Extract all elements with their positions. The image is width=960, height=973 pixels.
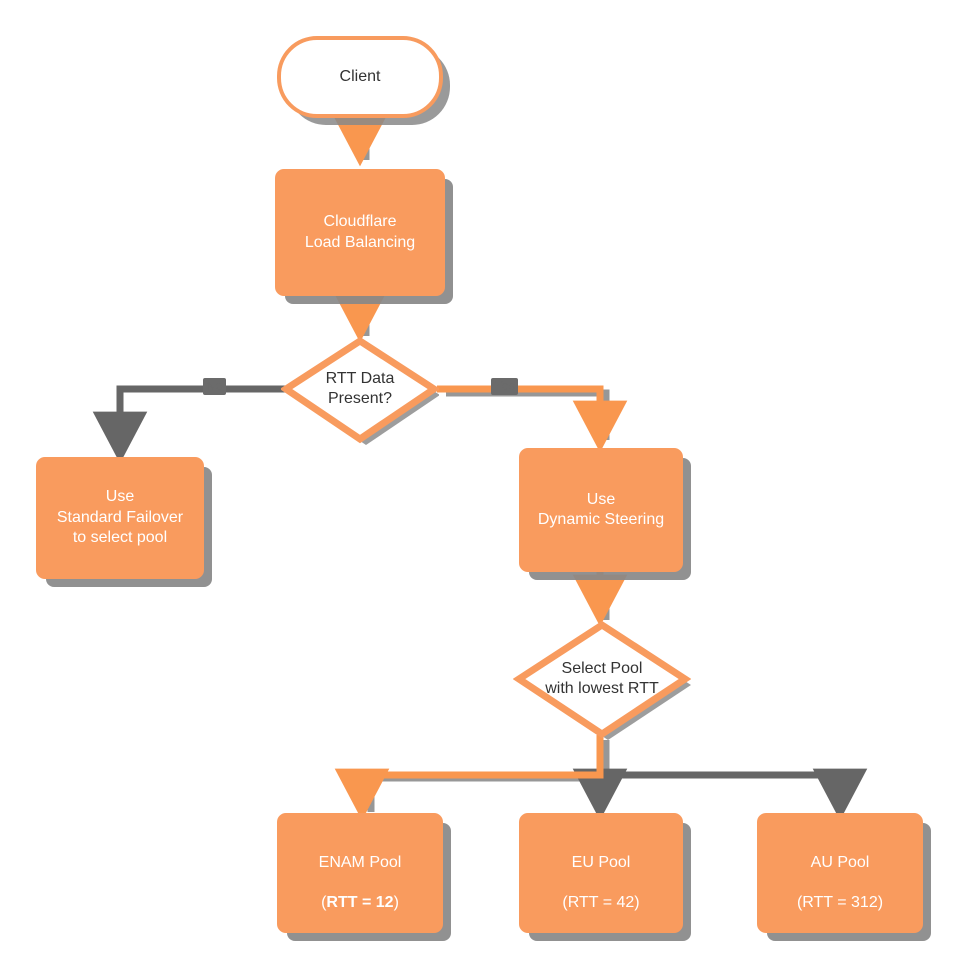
node-au-pool-name: AU Pool [810,853,870,871]
node-au-pool[interactable]: AU Pool (RTT = 312) [757,813,923,933]
node-enam-pool-name: ENAM Pool [318,853,402,871]
node-eu-pool[interactable]: EU Pool (RTT = 42) [519,813,683,933]
diamond-shape-select-pool [513,620,691,740]
node-rtt-data-present-decision[interactable]: RTT Data Present? [281,333,439,445]
node-client-label: Client [339,67,381,85]
node-au-pool-rtt: RTT = 312 [802,894,878,912]
node-eu-pool-rtt: RTT = 42 [567,894,635,912]
node-standard-failover[interactable]: Use Standard Failover to select pool [36,457,204,579]
node-au-pool-label: AU Pool (RTT = 312) [791,832,889,914]
node-enam-pool-label: ENAM Pool (RTT = 12) [313,832,408,914]
node-dynamic-steering[interactable]: Use Dynamic Steering [519,448,683,572]
node-enam-pool-paren-open: ( [321,894,327,912]
node-standard-failover-label: Use Standard Failover to select pool [56,488,184,547]
node-au-pool-paren-open: ( [796,894,803,912]
node-eu-pool-label: EU Pool (RTT = 42) [556,832,645,914]
node-eu-pool-name: EU Pool [571,853,631,871]
node-select-pool-decision[interactable]: Select Pool with lowest RTT [513,618,691,740]
node-eu-pool-paren-close: ) [634,894,640,912]
edge-rtt-decision-to-standard-failover [92,385,285,464]
edge-label-yes: Yes [491,378,519,395]
node-client[interactable]: Client [277,36,443,118]
edge-rtt-decision-to-dynamic-steering [437,385,628,453]
edge-label-no: No [203,378,226,395]
edge-select-pool-to-enam-pool [334,735,604,821]
node-enam-pool-rtt: RTT = 12 [326,894,394,912]
node-cloudflare-load-balancing[interactable]: Cloudflare Load Balancing [275,169,445,296]
node-enam-pool-paren-close: ) [393,894,399,912]
node-au-pool-paren-close: ) [877,894,884,912]
node-dynamic-steering-label: Use Dynamic Steering [537,490,665,528]
node-enam-pool[interactable]: ENAM Pool (RTT = 12) [277,813,443,933]
node-eu-pool-paren-open: ( [562,894,568,912]
node-cloudflare-load-balancing-label: Cloudflare Load Balancing [304,213,416,251]
diamond-shape-rtt [281,336,439,445]
edge-select-pool-to-au-pool [600,768,868,821]
